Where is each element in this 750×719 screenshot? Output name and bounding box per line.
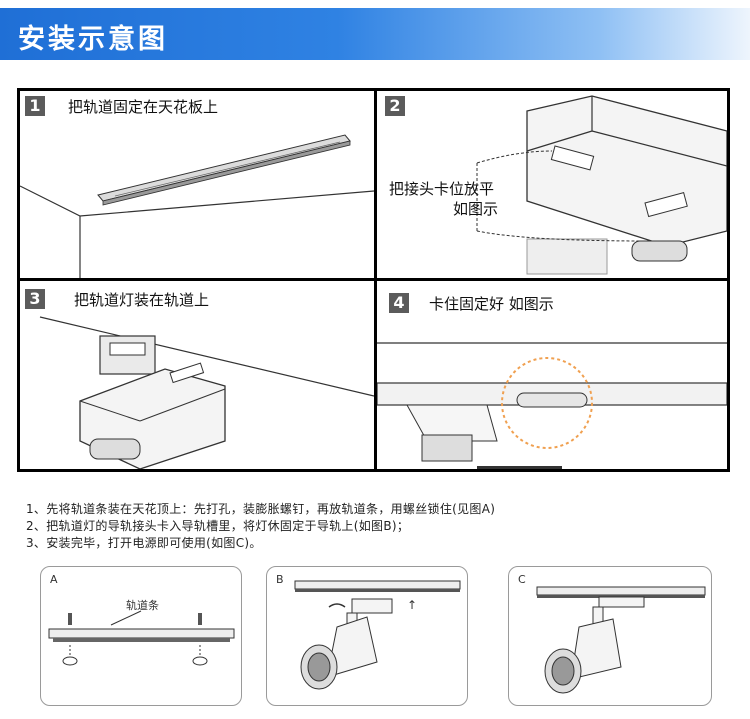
grid-divider-horizontal [17,278,730,281]
figure-c-illustration [536,586,706,694]
step-panel-2: 2 把接头卡位放平 如图示 [377,91,727,278]
step-2-illustration [476,95,727,275]
step-number-4: 4 [389,293,409,313]
figure-c-label: C [518,573,526,586]
header-banner: 安装示意图 [0,0,750,64]
header-gradient-bar [0,8,750,60]
step-text-4: 卡住固定好 如图示 [429,295,554,313]
step-panel-1: 1 把轨道固定在天花板上 [20,91,374,278]
instruction-line-3: 3、安装完毕，打开电源即可使用(如图C)。 [26,536,262,550]
highlight-circle [501,357,593,449]
svg-text:↑: ↑ [407,598,417,612]
step-panel-3: 3 把轨道灯装在轨道上 [20,281,374,469]
instruction-line-1: 1、先将轨道条装在天花顶上：先打孔，装膨胀螺钉，再放轨道条，用螺丝锁住(见图A) [26,502,496,516]
step-number-1: 1 [25,96,45,116]
instruction-line-2: 2、把轨道灯的导轨接头卡入导轨槽里，将灯休固定于导轨上(如图B)； [26,519,410,533]
figure-b-label: B [276,573,284,586]
step-panel-4: 4 卡住固定好 如图示 [377,281,727,469]
figure-b: B ↑ [266,566,468,706]
step-4-illustration [377,342,727,469]
figure-a-illustration [48,610,235,666]
figure-a-caption: 轨道条 [126,599,159,612]
step-number-3: 3 [25,289,45,309]
figure-c: C [508,566,712,706]
step-text-3: 把轨道灯装在轨道上 [74,291,210,309]
step-text-2-line2: 如图示 [453,200,499,218]
figure-a: A 轨道条 [40,566,242,706]
step-text-2-line1: 把接头卡位放平 [389,180,495,198]
figure-a-label: A [50,573,58,586]
step-text-1: 把轨道固定在天花板上 [68,98,219,116]
step-1-illustration [20,134,374,278]
step-3-illustration [39,316,374,469]
step-number-2: 2 [385,96,405,116]
figure-b-illustration: ↑ [294,580,461,690]
page-title: 安装示意图 [18,24,168,55]
